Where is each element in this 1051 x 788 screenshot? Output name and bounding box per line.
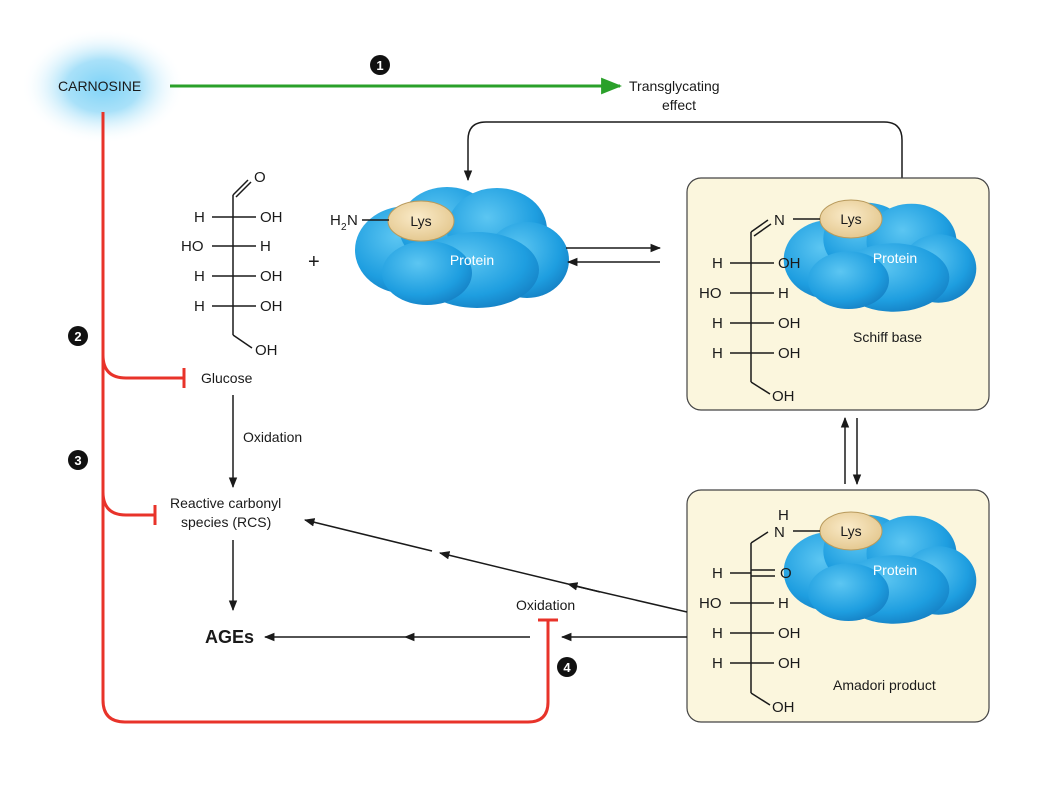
rcs-label-1: Reactive carbonyl (170, 495, 281, 511)
lys-label-amadori: Lys (840, 523, 861, 539)
protein-label-amadori: Protein (873, 562, 917, 578)
glucose-oh-3: OH (260, 268, 283, 285)
badge-4 (557, 657, 577, 677)
carnosine-glow (21, 28, 185, 144)
transglycating-label-2: effect (662, 97, 696, 113)
glucose-ho-2: HO (181, 238, 204, 255)
amadori-o: O (780, 565, 792, 582)
h2n-n: N (347, 212, 358, 229)
glucose-structure (212, 179, 256, 349)
schiff-n: N (774, 212, 785, 229)
glucose-oh-6: OH (255, 342, 278, 359)
amadori-h-2: H (778, 595, 789, 612)
schiff-ho-2: HO (699, 285, 722, 302)
protein-label-free: Protein (450, 252, 494, 268)
ages-label: AGEs (205, 627, 254, 647)
amadori-oh-3: OH (778, 625, 801, 642)
glucose-h-2: H (260, 238, 271, 255)
schiff-structure (730, 218, 820, 395)
badge-1 (370, 55, 390, 75)
amadori-oh-4: OH (778, 655, 801, 672)
amadori-protein: Lys Protein (783, 511, 977, 624)
amadori-structure (730, 530, 820, 706)
equilibrium-arrows-vertical (840, 416, 862, 486)
oxidation-label-2: Oxidation (516, 597, 575, 613)
lys-label-schiff: Lys (840, 211, 861, 227)
amadori-to-rcs-arrow (303, 518, 688, 613)
glucose-h-4: H (194, 298, 205, 315)
amadori-product-label: Amadori product (833, 677, 936, 693)
badge-3 (68, 450, 88, 470)
protein-label-schiff: Protein (873, 250, 917, 266)
glucose-oh-1: OH (260, 209, 283, 226)
amadori-oh-6: OH (772, 699, 795, 716)
lys-label-free: Lys (410, 213, 431, 229)
amadori-h-1: H (712, 565, 723, 582)
svg-text:4: 4 (563, 660, 571, 675)
svg-text:1: 1 (376, 58, 383, 73)
amadori-h-3: H (712, 625, 723, 642)
glucose-o: O (254, 169, 266, 186)
svg-text:2: 2 (74, 329, 81, 344)
schiff-oh-3: OH (778, 315, 801, 332)
amadori-ho-2: HO (699, 595, 722, 612)
schiff-h-1: H (712, 255, 723, 272)
schiff-base-label: Schiff base (853, 329, 922, 345)
rcs-label-2: species (RCS) (181, 514, 271, 530)
carnosine-inhibition-lines (101, 112, 558, 724)
carnosine-label: CARNOSINE (58, 78, 141, 94)
glucose-h-1: H (194, 209, 205, 226)
schiff-oh-6: OH (772, 388, 795, 405)
schiff-h-3: H (712, 315, 723, 332)
amadori-nh-h: H (778, 507, 789, 524)
plus-sign: + (308, 251, 320, 273)
oxidation-label-1: Oxidation (243, 429, 302, 445)
schiff-h-4: H (712, 345, 723, 362)
transglycating-label-1: Transglycating (629, 78, 720, 94)
schiff-oh-1: OH (778, 255, 801, 272)
schiff-oh-4: OH (778, 345, 801, 362)
schiff-protein: Lys Protein (783, 199, 977, 312)
amadori-n: N (774, 524, 785, 541)
h2n-h: H (330, 212, 341, 229)
svg-text:3: 3 (74, 453, 81, 468)
glucose-label: Glucose (201, 370, 253, 386)
free-protein: Lys Protein (355, 187, 569, 308)
loop-arrow (463, 121, 903, 182)
glucose-oh-4: OH (260, 298, 283, 315)
h2n-sub: 2 (341, 222, 347, 233)
glucose-h-3: H (194, 268, 205, 285)
amadori-h-4: H (712, 655, 723, 672)
schiff-h-2: H (778, 285, 789, 302)
equilibrium-arrows-horizontal (566, 243, 662, 267)
badge-2 (68, 326, 88, 346)
